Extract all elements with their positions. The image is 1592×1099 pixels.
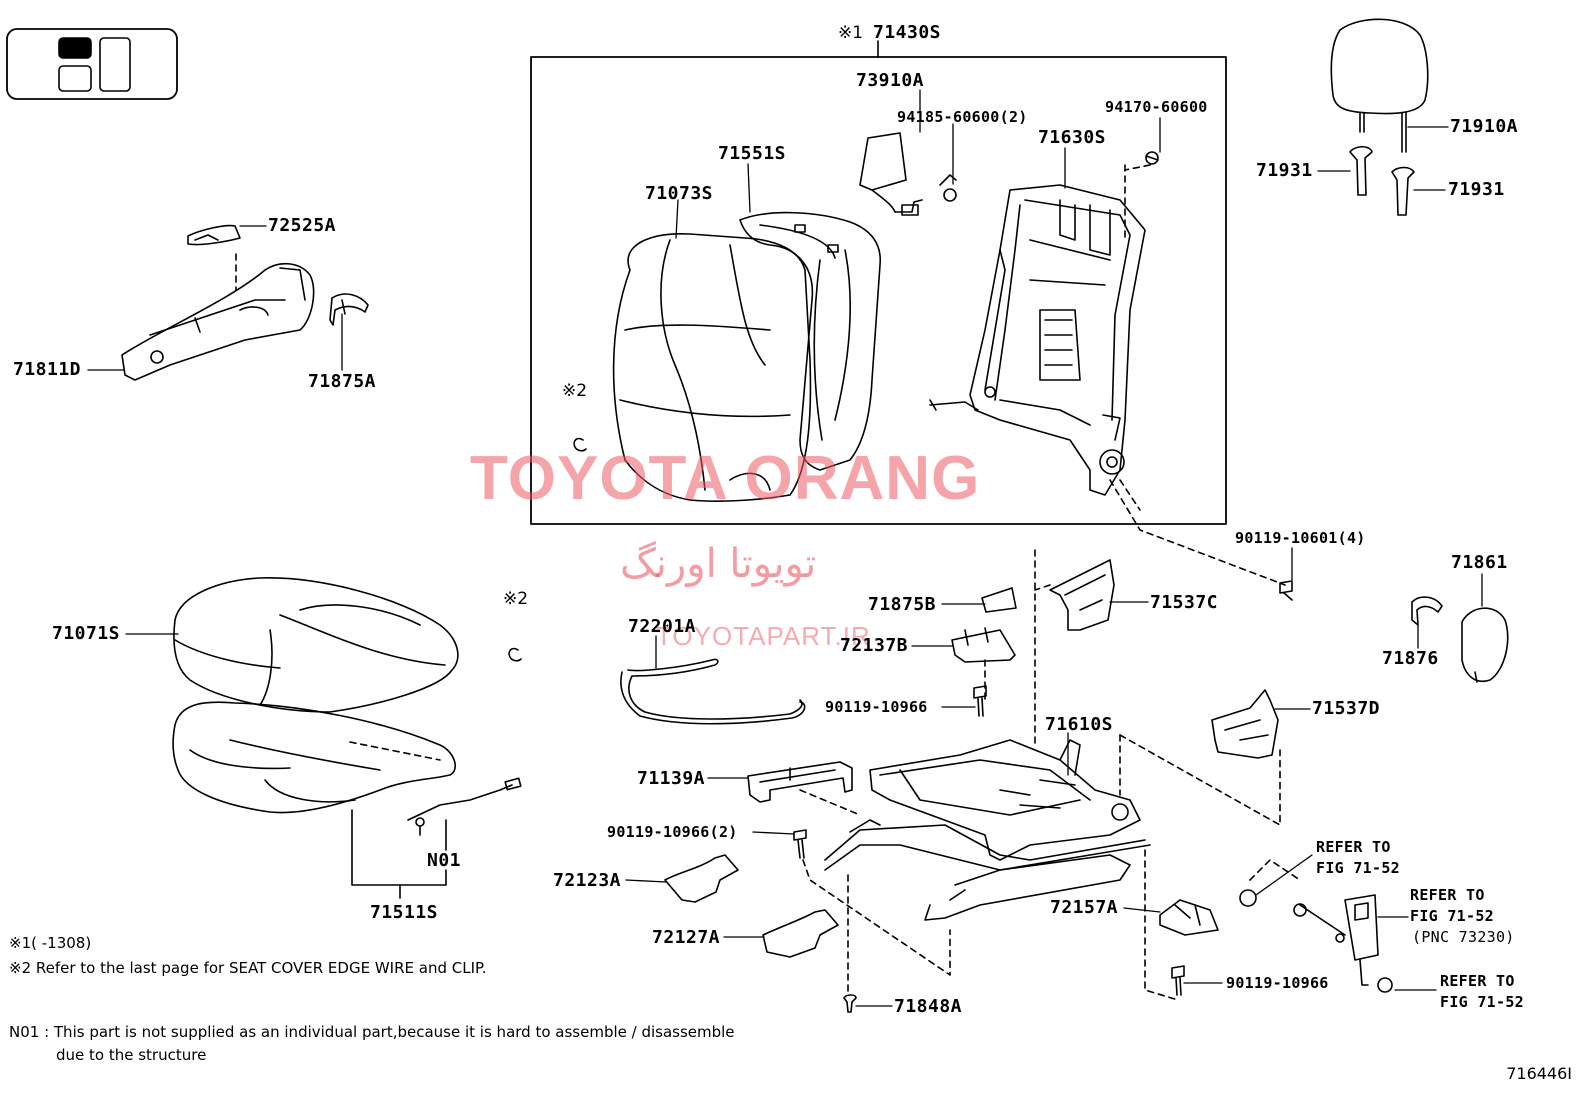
part-label-72201A[interactable]: 72201A	[628, 616, 697, 637]
part-label-71931[interactable]: 71931	[1256, 160, 1313, 181]
bolt-icon	[793, 580, 1293, 1013]
part-label-71537C[interactable]: 71537C	[1150, 592, 1219, 613]
seat-cushion-cover-icon	[173, 577, 459, 713]
cover-piece-icons	[664, 559, 1279, 958]
note-marker-2: ※2	[503, 589, 529, 609]
pnc-label: (PNC 73230)	[1412, 928, 1515, 946]
note-marker-2: ※2	[562, 381, 588, 401]
part-label-N01[interactable]: N01	[427, 850, 462, 871]
dashed-leaders-lower	[799, 549, 1301, 1001]
part-label-94185-60600[interactable]: 94185-60600(2)	[897, 108, 1028, 126]
part-label-72525A[interactable]: 72525A	[268, 215, 337, 236]
refer-to-label[interactable]: REFER TO	[1410, 886, 1485, 904]
seat-cushion-pad-icon	[172, 701, 522, 899]
n01-note-continued: due to the structure	[56, 1046, 207, 1064]
footnote-2: ※2 Refer to the last page for SEAT COVER…	[9, 959, 487, 977]
seatback-cover-icon	[612, 233, 812, 502]
part-label-72157A[interactable]: 72157A	[1050, 897, 1119, 918]
rail-cover-icon	[747, 761, 853, 803]
refer-to-label[interactable]: REFER TO	[1440, 972, 1515, 990]
part-label-71848A[interactable]: 71848A	[894, 996, 963, 1017]
seat-frame-icon	[824, 739, 1151, 921]
refer-to-label[interactable]: REFER TO	[1316, 838, 1391, 856]
part-label-71073S[interactable]: 71073S	[645, 183, 714, 204]
part-label-71875A[interactable]: 71875A	[308, 371, 377, 392]
part-label-71511S[interactable]: 71511S	[370, 902, 439, 923]
part-label-71931[interactable]: 71931	[1448, 179, 1505, 200]
watermark-persian-text: تویوتا اورنگ	[620, 541, 817, 587]
part-label-71071S[interactable]: 71071S	[52, 623, 121, 644]
watermark-text: TOYOTA ORANG	[470, 444, 981, 513]
part-label-90119-10601[interactable]: 90119-10601(4)	[1235, 529, 1366, 547]
dashed-leaders-upper	[1109, 164, 1286, 586]
nut-icon	[1145, 151, 1159, 165]
part-label-72127A[interactable]: 72127A	[652, 927, 721, 948]
armrest-icon	[121, 224, 315, 381]
seat-position-indicator-icon	[6, 28, 178, 100]
part-label-71630S[interactable]: 71630S	[1038, 127, 1107, 148]
refer-to-fig-label[interactable]: FIG 71-52	[1410, 907, 1494, 925]
part-label-72137B[interactable]: 72137B	[840, 635, 909, 656]
part-label-71875B[interactable]: 71875B	[868, 594, 937, 615]
edge-clip-icon	[508, 437, 587, 662]
part-label-90119-10966-2[interactable]: 90119-10966(2)	[607, 823, 738, 841]
seatback-module-icon	[859, 132, 957, 216]
headrest-icon	[1330, 18, 1429, 216]
part-label-71610S[interactable]: 71610S	[1045, 714, 1114, 735]
wire-icon	[620, 658, 806, 725]
part-label-72123A[interactable]: 72123A	[553, 870, 622, 891]
part-label-71876[interactable]: 71876	[1382, 648, 1439, 669]
part-label-71910A[interactable]: 71910A	[1450, 116, 1519, 137]
part-label-71861[interactable]: 71861	[1451, 552, 1508, 573]
note-marker-1: ※1	[838, 23, 864, 43]
leader-lines	[87, 89, 1483, 1007]
part-label-90119-10966[interactable]: 90119-10966	[1226, 974, 1329, 992]
part-label-71537D[interactable]: 71537D	[1312, 698, 1381, 719]
part-label-94170-60600[interactable]: 94170-60600	[1105, 98, 1208, 116]
cover-icon	[1461, 607, 1509, 683]
part-label-71811D[interactable]: 71811D	[13, 359, 82, 380]
clip-icon	[1411, 596, 1443, 626]
seatback-assembly-box	[530, 40, 1227, 525]
refer-to-fig-label[interactable]: FIG 71-52	[1316, 859, 1400, 877]
part-label-90119-10966[interactable]: 90119-10966	[825, 698, 928, 716]
part-label-71430S[interactable]: 71430S	[873, 22, 942, 43]
seatbelt-buckle-icon	[1239, 889, 1393, 993]
figure-id: 716446I	[1506, 1064, 1572, 1083]
refer-to-fig-label[interactable]: FIG 71-52	[1440, 993, 1524, 1011]
part-label-73910A[interactable]: 73910A	[856, 70, 925, 91]
n01-note: N01 : This part is not supplied as an in…	[9, 1023, 735, 1041]
watermark-site-text: TOYOTAPART.IR	[656, 621, 871, 651]
footnote-1: ※1( -1308)	[9, 934, 92, 952]
seatback-frame-icon	[929, 184, 1146, 496]
part-label-71551S[interactable]: 71551S	[718, 143, 787, 164]
seatback-pad-icon	[739, 211, 881, 471]
clip-icon	[329, 293, 369, 326]
part-label-71139A[interactable]: 71139A	[637, 768, 706, 789]
